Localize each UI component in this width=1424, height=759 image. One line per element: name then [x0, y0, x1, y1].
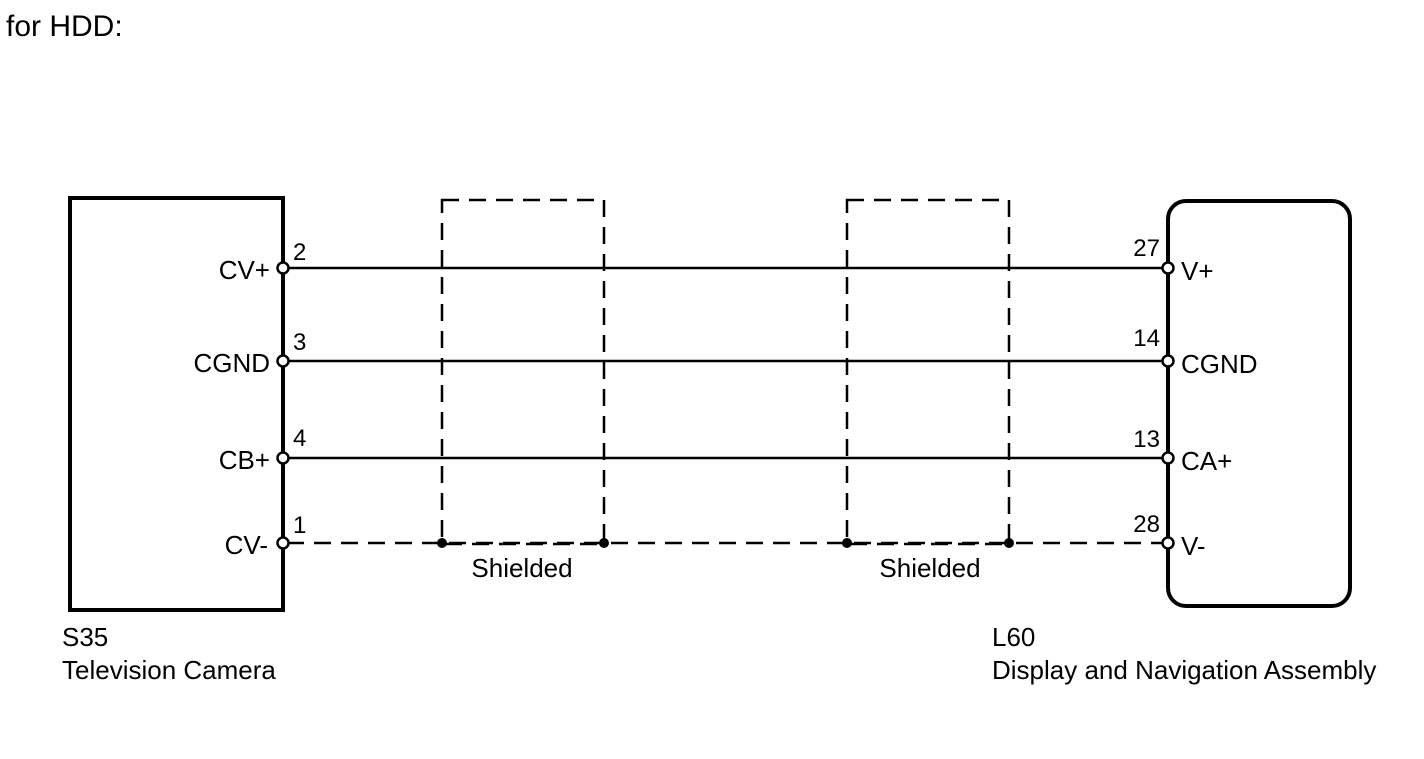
terminal-circle	[1161, 451, 1175, 465]
pin-number: 1	[293, 512, 306, 539]
junction-dot	[437, 538, 447, 548]
pin-number: 4	[293, 425, 306, 452]
television-camera-box	[68, 196, 285, 612]
component-name: Television Camera	[62, 655, 276, 685]
terminal-circle	[276, 261, 290, 275]
terminal-circle	[1161, 354, 1175, 368]
pin-number: 28	[1133, 511, 1160, 538]
pin-number: 2	[293, 239, 306, 266]
terminal-circle	[276, 354, 290, 368]
junction-dot	[842, 538, 852, 548]
terminal-circle	[276, 536, 290, 550]
pin-number: 27	[1133, 235, 1160, 262]
display-navigation-assembly-box	[1166, 199, 1352, 608]
pin-number: 13	[1133, 426, 1160, 453]
junction-dot	[1004, 538, 1014, 548]
component-id: S35	[62, 622, 108, 652]
shield-box-left	[440, 198, 606, 546]
terminal-label: CGND	[193, 348, 270, 378]
terminal-circle	[276, 451, 290, 465]
terminal-label: CGND	[1181, 349, 1258, 379]
junction-dot	[599, 538, 609, 548]
terminal-label: V-	[1181, 531, 1206, 561]
terminal-label: V+	[1181, 256, 1214, 286]
terminal-circle	[1161, 261, 1175, 275]
terminal-label: CA+	[1181, 446, 1232, 476]
component-name: Display and Navigation Assembly	[992, 655, 1376, 685]
shield-label: Shielded	[471, 553, 572, 583]
terminal-label: CV+	[219, 255, 270, 285]
terminal-label: CV-	[225, 530, 268, 560]
page-title: for HDD:	[6, 10, 123, 43]
pin-number: 14	[1133, 325, 1160, 352]
shield-box-right	[845, 198, 1011, 546]
shield-label: Shielded	[879, 553, 980, 583]
terminal-label: CB+	[219, 445, 270, 475]
terminal-circle	[1161, 536, 1175, 550]
pin-number: 3	[293, 329, 306, 356]
component-id: L60	[992, 622, 1035, 652]
